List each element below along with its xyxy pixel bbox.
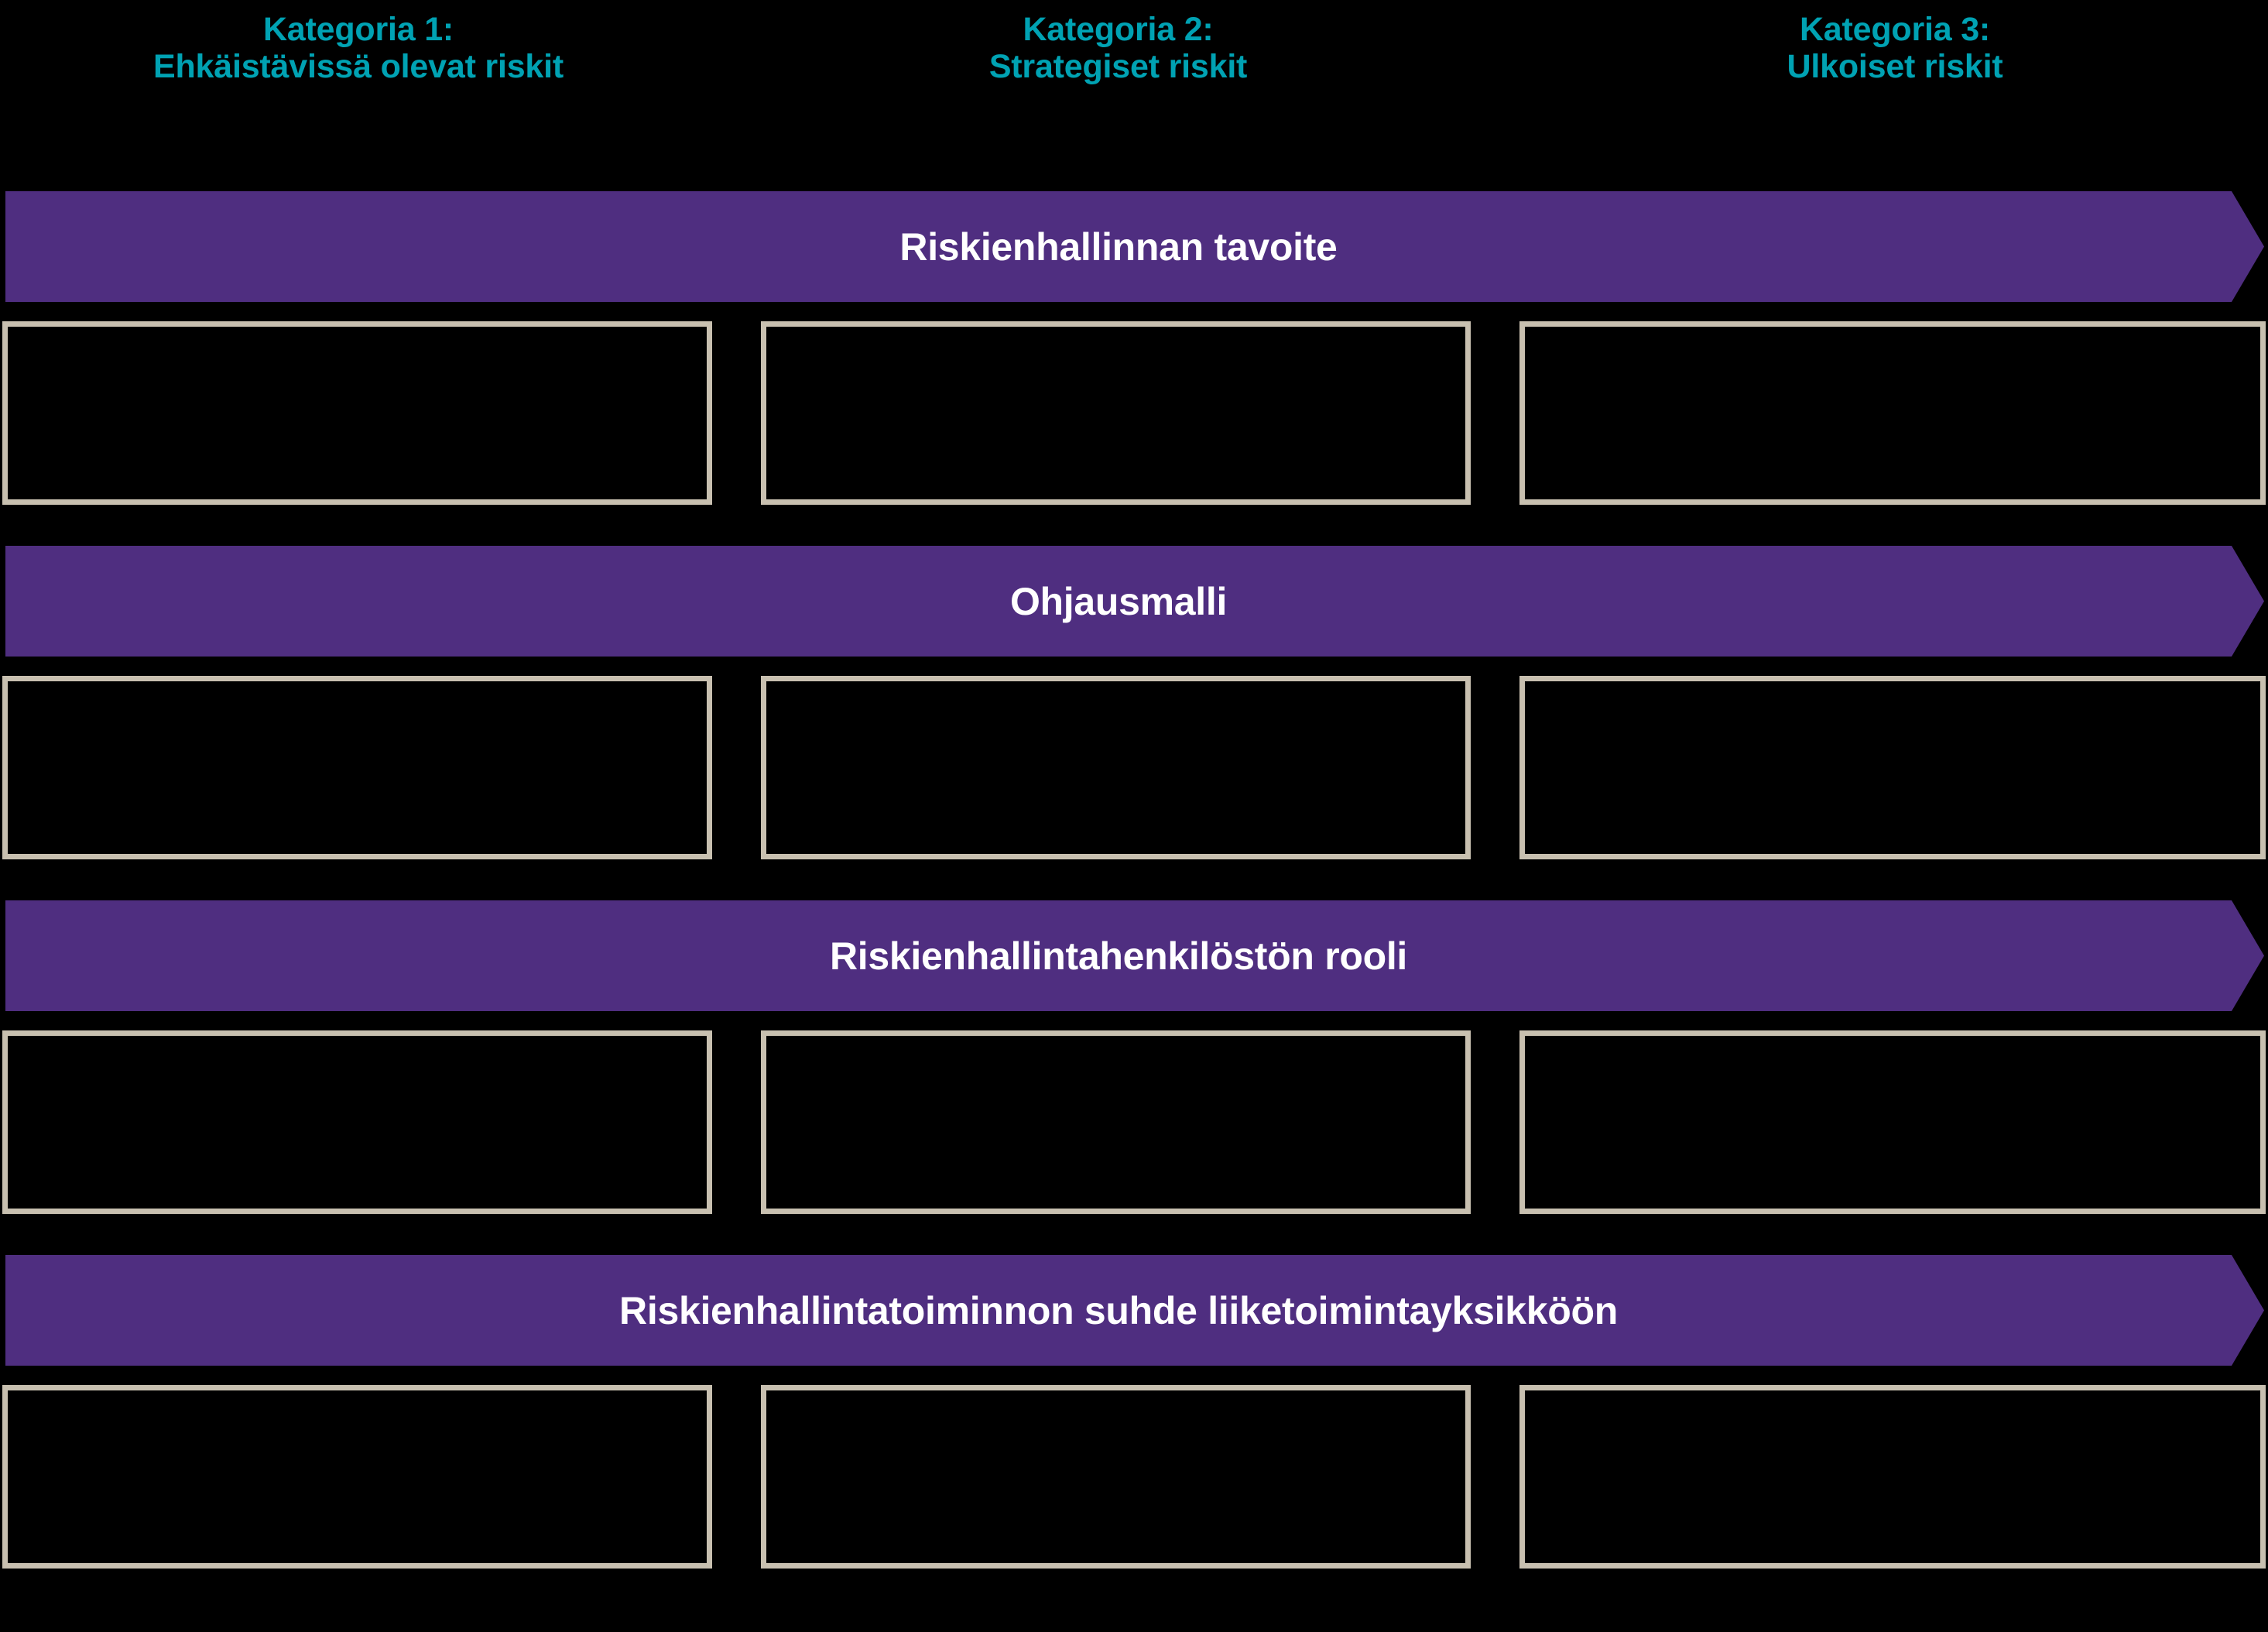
column-header-kategoria-2: Kategoria 2: Strategiset riskit	[763, 0, 1473, 93]
cell-row4-kategoria3[interactable]	[1519, 1385, 2266, 1569]
box-row-2	[0, 676, 2268, 859]
banner-label: Riskienhallintahenkilöstön rooli	[829, 934, 1408, 978]
banner-riskienhallinnan-tavoite: Riskienhallinnan tavoite	[5, 191, 2264, 302]
box-row-4	[0, 1385, 2268, 1569]
cell-row1-kategoria1[interactable]	[2, 321, 712, 505]
banner-ohjausmalli: Ohjausmalli	[5, 546, 2264, 657]
cell-row2-kategoria2[interactable]	[761, 676, 1471, 859]
column-header-kategoria-1: Kategoria 1: Ehkäistävissä olevat riskit	[2, 0, 714, 93]
banner-label: Riskienhallintatoiminnon suhde liiketoim…	[619, 1288, 1618, 1332]
column-header-kategoria-3-line1: Kategoria 3:	[1799, 11, 1991, 48]
cell-row4-kategoria2[interactable]	[761, 1385, 1471, 1569]
cell-row4-kategoria1[interactable]	[2, 1385, 712, 1569]
column-header-kategoria-2-line1: Kategoria 2:	[1023, 11, 1214, 48]
column-header-row: Kategoria 1: Ehkäistävissä olevat riskit…	[0, 0, 2268, 93]
banner-riskienhallintatoiminnon-suhde-liiketoimintayksikkoon: Riskienhallintatoiminnon suhde liiketoim…	[5, 1255, 2264, 1366]
banner-riskienhallintahenkiloston-rooli: Riskienhallintahenkilöstön rooli	[5, 900, 2264, 1011]
column-header-kategoria-2-line2: Strategiset riskit	[988, 48, 1248, 86]
column-header-kategoria-1-line2: Ehkäistävissä olevat riskit	[152, 48, 564, 86]
box-row-1	[0, 321, 2268, 505]
cell-row1-kategoria3[interactable]	[1519, 321, 2266, 505]
cell-row1-kategoria2[interactable]	[761, 321, 1471, 505]
cell-row3-kategoria3[interactable]	[1519, 1030, 2266, 1214]
column-header-kategoria-1-line1: Kategoria 1:	[262, 11, 454, 48]
column-header-kategoria-3: Kategoria 3: Ulkoiset riskit	[1522, 0, 2268, 93]
banner-label: Ohjausmalli	[1009, 579, 1228, 623]
cell-row3-kategoria1[interactable]	[2, 1030, 712, 1214]
column-header-kategoria-3-line2: Ulkoiset riskit	[1787, 48, 2003, 86]
box-row-3	[0, 1030, 2268, 1214]
cell-row2-kategoria1[interactable]	[2, 676, 712, 859]
cell-row2-kategoria3[interactable]	[1519, 676, 2266, 859]
cell-row3-kategoria2[interactable]	[761, 1030, 1471, 1214]
banner-label: Riskienhallinnan tavoite	[899, 225, 1338, 269]
